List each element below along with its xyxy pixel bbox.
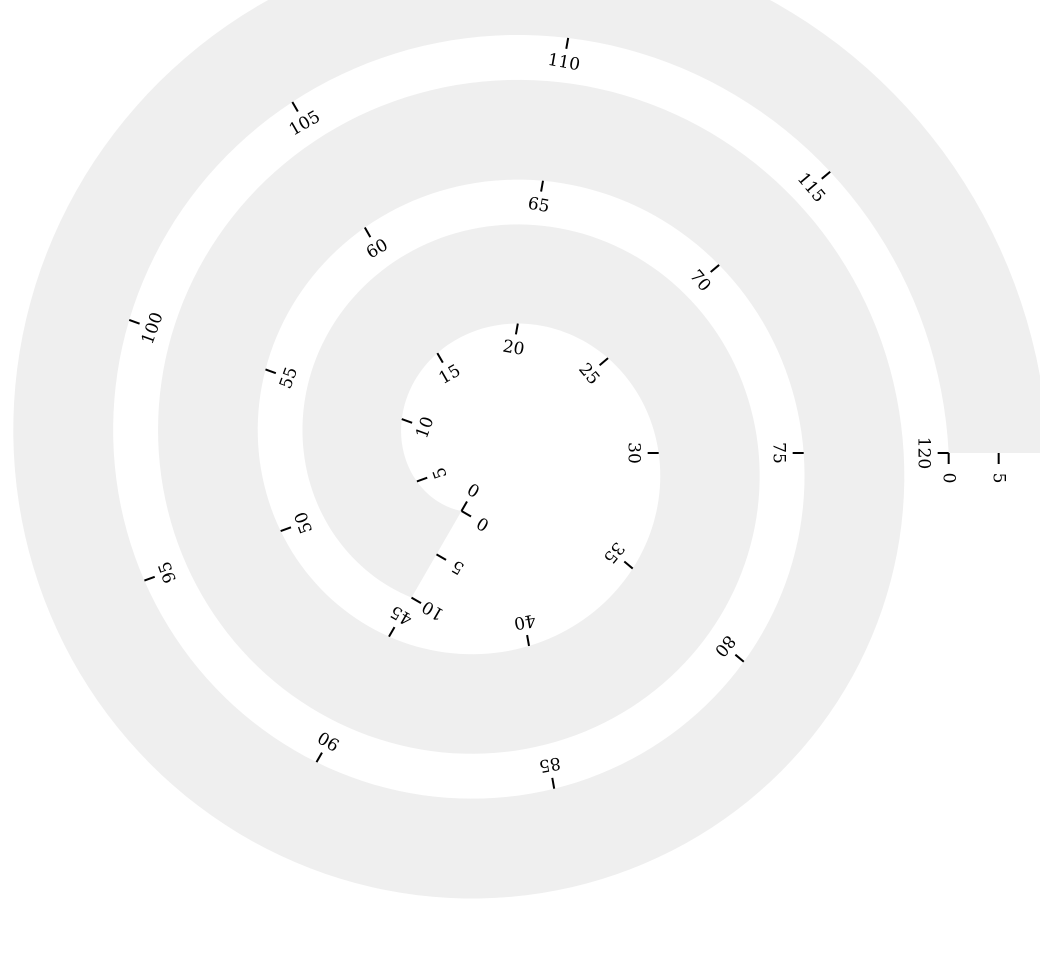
- axis-tick-label: 105: [286, 107, 324, 141]
- axis-tick-label: 80: [710, 631, 739, 660]
- axis-tick-label: 60: [363, 235, 392, 263]
- axis-tick: [436, 352, 444, 364]
- axis-tick: [540, 180, 544, 192]
- radial-tick: [410, 596, 422, 604]
- axis-tick: [710, 264, 720, 273]
- axis-tick: [623, 560, 634, 570]
- axis-tick: [526, 634, 531, 647]
- axis-tick-label: 55: [276, 364, 302, 391]
- axis-tick-label: 75: [769, 442, 789, 464]
- axis-tick-label: 45: [387, 601, 416, 629]
- axis-tick-label: 10: [412, 414, 438, 441]
- axis-tick: [416, 476, 428, 483]
- axis-tick: [460, 500, 468, 512]
- radial-tick-label: 10: [419, 596, 448, 624]
- axis-tick-label: 90: [315, 726, 344, 754]
- axis-tick-label: 35: [599, 538, 628, 567]
- axis-tick-label: 70: [685, 266, 714, 295]
- axis-tick-label: 0: [464, 478, 483, 501]
- axis-tick-label: 40: [512, 610, 537, 633]
- axis-tick: [388, 626, 396, 638]
- axis-tick: [265, 368, 277, 375]
- axis-tick: [551, 777, 556, 789]
- axis-tick-label: 120: [914, 437, 934, 469]
- radial-tick-label: 5: [989, 473, 1009, 484]
- axis-tick-label: 25: [574, 360, 603, 389]
- axis-tick-label: 95: [155, 558, 181, 585]
- axis-tick-label: 115: [793, 169, 829, 207]
- axis-tick: [280, 526, 292, 532]
- radial-tick-label: 5: [448, 555, 467, 578]
- axis-tick-label: 65: [526, 194, 551, 217]
- radial-tick-label: 0: [473, 512, 492, 535]
- axis-tick-label: 100: [138, 310, 168, 347]
- axis-tick: [144, 575, 156, 582]
- axis-tick-label: 5: [429, 464, 451, 481]
- radial-tick-label: 0: [939, 473, 959, 484]
- spiral-track: [13, 0, 1040, 899]
- axis-tick: [128, 318, 140, 325]
- axis-tick: [565, 37, 570, 49]
- axis-tick-label: 110: [546, 50, 581, 75]
- axis-tick-label: 50: [291, 509, 317, 536]
- radial-tick-label: 10: [1039, 467, 1040, 489]
- axis-tick: [363, 227, 372, 238]
- axis-tick: [315, 752, 323, 763]
- axis-tick: [734, 653, 745, 663]
- axis-tick: [401, 418, 413, 424]
- radial-tick: [435, 553, 447, 561]
- axis-tick-label: 20: [501, 336, 526, 359]
- axis-tick: [514, 323, 519, 335]
- axis-tick: [821, 170, 831, 180]
- axis-tick-label: 85: [537, 752, 562, 775]
- axis-tick-label: 30: [624, 442, 644, 464]
- radial-axis-outer: 0 5 10: [939, 453, 1040, 489]
- radial-tick: [461, 510, 472, 518]
- axis-tick: [291, 101, 299, 112]
- axis-tick: [598, 357, 609, 366]
- axis-tick-label: 15: [435, 361, 464, 389]
